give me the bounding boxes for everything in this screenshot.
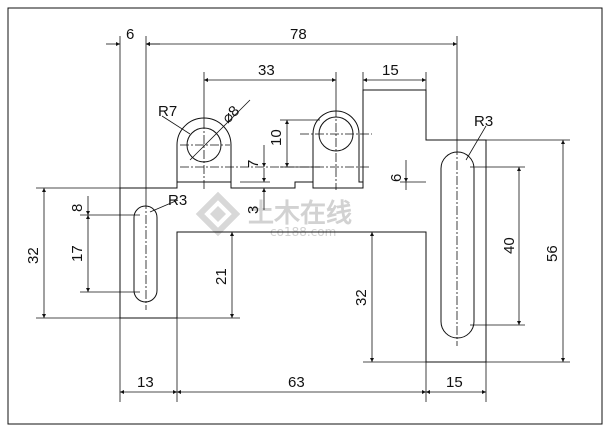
- dim-bore-height: 10: [268, 129, 285, 146]
- dim-radius-boss: R7: [158, 103, 177, 120]
- leaders: [149, 99, 487, 213]
- dim-left-top: 8: [69, 204, 86, 212]
- dimension-lines: [42, 42, 565, 394]
- dim-left-slot-length: 17: [69, 245, 86, 262]
- dim-top-total: 78: [290, 26, 307, 43]
- left-slot: [133, 205, 158, 303]
- dim-bore-spacing: 33: [258, 62, 275, 79]
- dim-right-lower: 32: [353, 289, 370, 306]
- right-slot: [440, 151, 475, 339]
- extension-lines: [36, 36, 570, 402]
- dim-bottom-right: 15: [446, 374, 463, 391]
- dim-left-height: 32: [25, 247, 42, 264]
- watermark: 土木在线 co188.com: [195, 191, 352, 239]
- dim-right-slot-length: 40: [501, 237, 518, 254]
- dim-step-3: 3: [245, 206, 262, 214]
- right-boss: [312, 110, 363, 183]
- dim-notch-depth: 7: [245, 160, 262, 168]
- dimension-labels: 6 78 33 15 R7 ⌀8 10 7 6 R3 R3 8 17 32 3 …: [25, 26, 561, 391]
- dim-tab-width: 15: [382, 62, 399, 79]
- dim-bottom-left: 13: [137, 374, 154, 391]
- dim-left-slot-radius: R3: [168, 192, 187, 209]
- dim-right-step: 6: [388, 174, 405, 182]
- drawing-frame: [7, 7, 603, 425]
- dim-bore-dia: ⌀8: [219, 103, 243, 127]
- dim-right-height: 56: [544, 245, 561, 262]
- watermark-logo-icon: [195, 191, 241, 237]
- dim-top-left: 6: [126, 26, 134, 43]
- dim-inner-21: 21: [213, 268, 230, 285]
- dim-right-slot-radius: R3: [474, 113, 493, 130]
- watermark-title: 土木在线: [248, 199, 352, 229]
- center-lines: [145, 108, 458, 346]
- dim-bottom-mid: 63: [288, 374, 305, 391]
